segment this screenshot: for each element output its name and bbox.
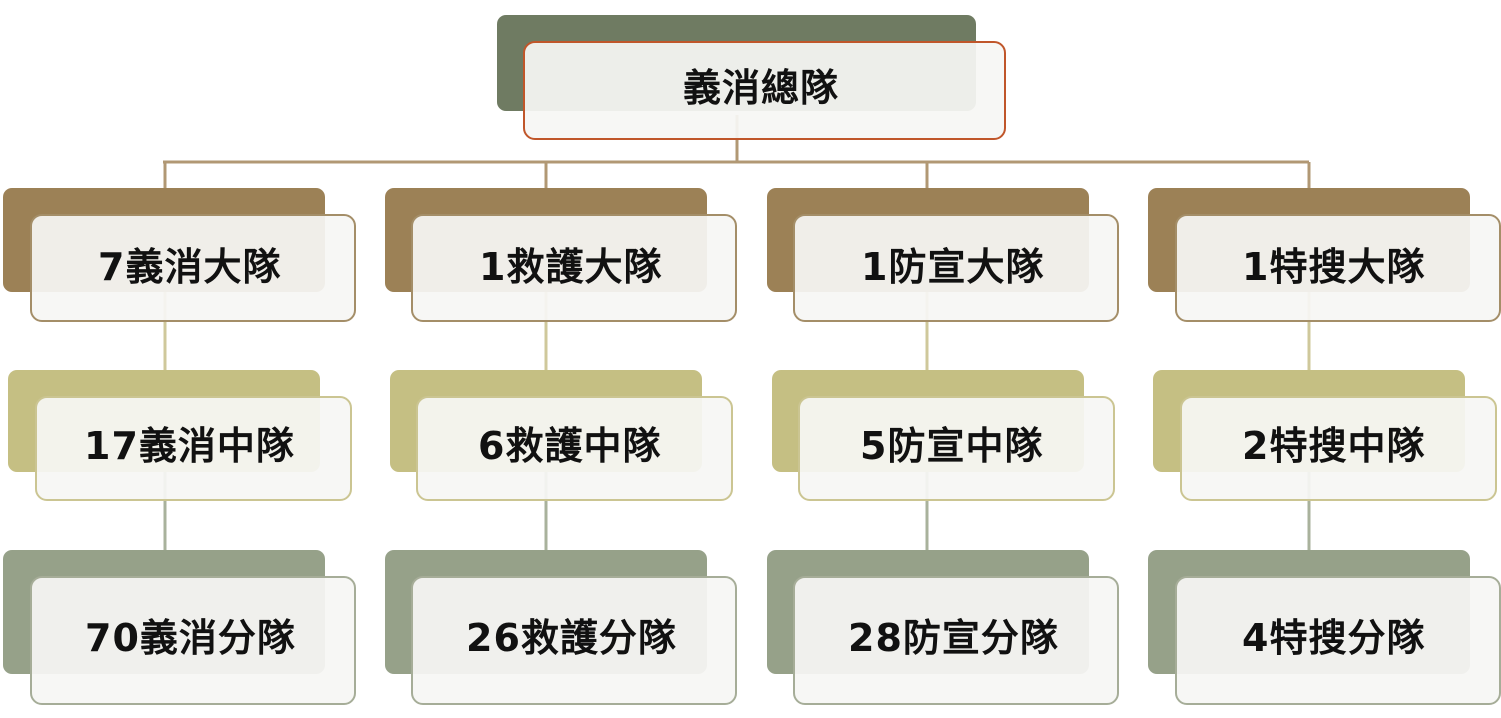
brigade-node-4-label: 1特搜大隊 (1242, 245, 1426, 289)
team-node-1-label: 70義消分隊 (85, 616, 296, 660)
brigade-node-1-box (30, 214, 356, 322)
root-connectors (163, 115, 1311, 188)
squadron-node-1-label: 17義消中隊 (84, 424, 295, 468)
team-node-4-label: 4特搜分隊 (1242, 616, 1426, 660)
root-node-box (523, 41, 1006, 140)
brigade-node-3-label: 1防宣大隊 (861, 245, 1045, 289)
team-node-3-box (793, 576, 1119, 705)
squadron-node-3-label: 5防宣中隊 (860, 424, 1044, 468)
squadron-node-4-label: 2特搜中隊 (1242, 424, 1426, 468)
team-node-2-label: 26救護分隊 (466, 616, 677, 660)
root-node-label: 義消總隊 (683, 66, 840, 110)
team-node-3-label: 28防宣分隊 (848, 616, 1059, 660)
team-node-1-box (30, 576, 356, 705)
brigade-node-2-box (411, 214, 737, 322)
brigade-node-2-label: 1救護大隊 (479, 245, 663, 289)
squadron-node-1-box (35, 396, 352, 501)
squadron-node-4-box (1180, 396, 1497, 501)
squadron-node-2-label: 6救護中隊 (478, 424, 662, 468)
squadron-node-3-box (798, 396, 1115, 501)
brigade-node-3-box (793, 214, 1119, 322)
brigade-node-1-label: 7義消大隊 (98, 245, 282, 289)
brigade-node-4-box (1175, 214, 1501, 322)
squadron-node-2-box (416, 396, 733, 501)
team-node-4-box (1175, 576, 1501, 705)
team-node-2-box (411, 576, 737, 705)
